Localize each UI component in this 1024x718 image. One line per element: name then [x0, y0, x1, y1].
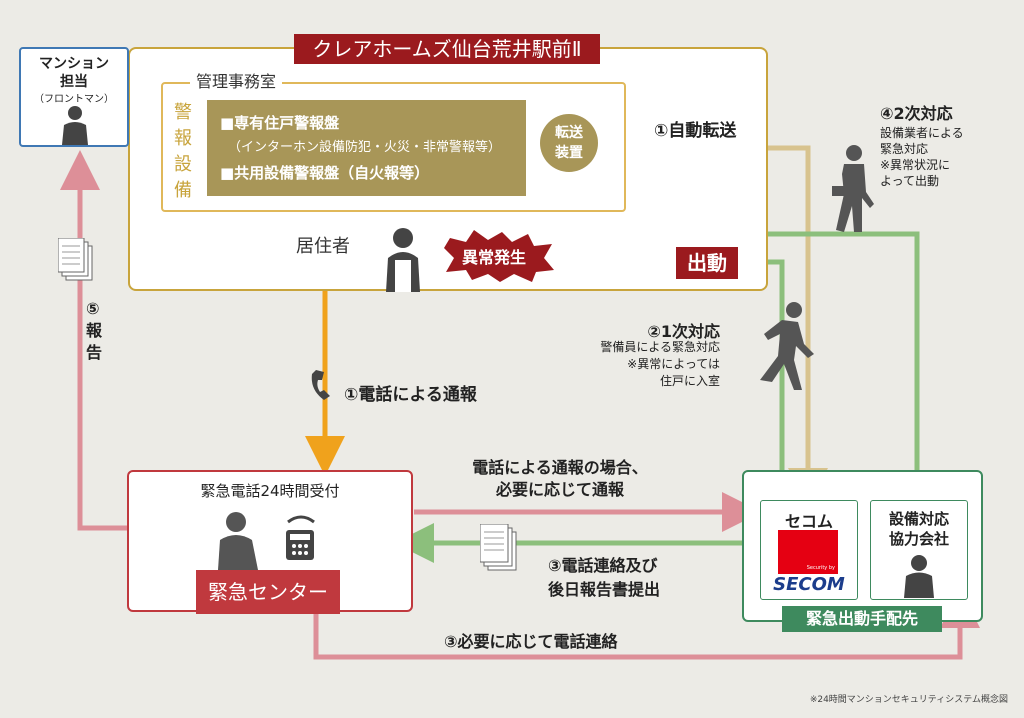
- report-label: ⑤報告: [86, 299, 103, 362]
- mansion-staff-line1: マンション: [39, 56, 109, 72]
- mansion-staff-line2: 担当: [60, 74, 88, 90]
- transfer-device-label: 転送装置: [555, 125, 583, 161]
- auto-transfer-label: ①自動転送: [654, 121, 737, 141]
- as-needed-label: ③必要に応じて電話連絡: [444, 632, 618, 651]
- worker-walking-icon: [832, 145, 874, 232]
- primary-response-line1: 警備員による緊急対応: [600, 340, 720, 354]
- telephone-icon: [286, 515, 315, 560]
- report-arrow: [60, 150, 127, 531]
- secom-box: [760, 500, 858, 600]
- phone-case-line1: 電話による通報の場合、: [472, 458, 648, 477]
- secondary-response-line2: 緊急対応: [880, 142, 929, 156]
- footnote: ※24時間マンションセキュリティシステム概念図: [809, 695, 1008, 705]
- office-label: 管理事務室: [190, 68, 283, 92]
- partner-person-icon: [904, 555, 934, 598]
- guard-running-icon: [760, 302, 814, 390]
- phone-contact-line2: 後日報告書提出: [548, 580, 661, 599]
- reception-label: 緊急電話24時間受付: [200, 482, 340, 500]
- partner-line2: 協力会社: [888, 530, 949, 548]
- secom-label: セコム: [784, 512, 833, 531]
- incident-label: 異常発生: [462, 248, 527, 267]
- incident-burst: [444, 230, 554, 282]
- secom-logo: Security by: [778, 530, 838, 574]
- as-needed-arrow: [313, 588, 980, 660]
- equipment-label: 警報設備: [174, 102, 192, 201]
- secom-logo-small-text: Security by: [806, 565, 835, 571]
- phone-handset-icon: [311, 370, 330, 400]
- phone-report-label: ①電話による通報: [344, 385, 477, 405]
- secondary-response-title: ④2次対応: [880, 104, 953, 123]
- resident-label: 居住者: [296, 236, 350, 257]
- dispatch-badge: 出動: [676, 247, 738, 279]
- partner-line1: 設備対応: [888, 510, 949, 528]
- alarm-common-label: ■共用設備警報盤（自火報等）: [220, 164, 430, 182]
- secom-logo-text: SECOM: [773, 574, 845, 595]
- primary-response-line3: 住戸に入室: [659, 374, 720, 388]
- transfer-device: 転送装置: [540, 114, 598, 172]
- primary-response-line2: ※異常によっては: [627, 357, 720, 371]
- phone-contact-line1: ③電話連絡及び: [548, 556, 658, 575]
- alarm-private-detail: （インターホン設備防犯・火災・非常警報等）: [228, 140, 502, 155]
- alarm-private-label: ■専有住戸警報盤: [220, 114, 340, 132]
- secondary-response-line3: ※異常状況に: [880, 158, 951, 172]
- alarm-panel: [207, 100, 526, 196]
- report-document-icon: [480, 524, 517, 571]
- secondary-response-line1: 設備業者による: [880, 126, 964, 140]
- mansion-staff-line3: （フロントマン）: [34, 94, 114, 105]
- building-title: クレアホームズ仙台荒井駅前Ⅱ: [294, 34, 600, 64]
- secondary-response-line4: よって出動: [880, 174, 940, 188]
- resident-icon: [386, 228, 420, 292]
- operator-icon: [218, 512, 258, 570]
- staff-person-icon: [62, 106, 88, 145]
- dispatch-group-label: 緊急出動手配先: [782, 606, 942, 632]
- emergency-center-name: 緊急センター: [196, 570, 340, 614]
- primary-response-title: ②1次対応: [647, 322, 720, 341]
- document-icon: [58, 238, 93, 281]
- phone-case-line2: 必要に応じて通報: [495, 480, 624, 499]
